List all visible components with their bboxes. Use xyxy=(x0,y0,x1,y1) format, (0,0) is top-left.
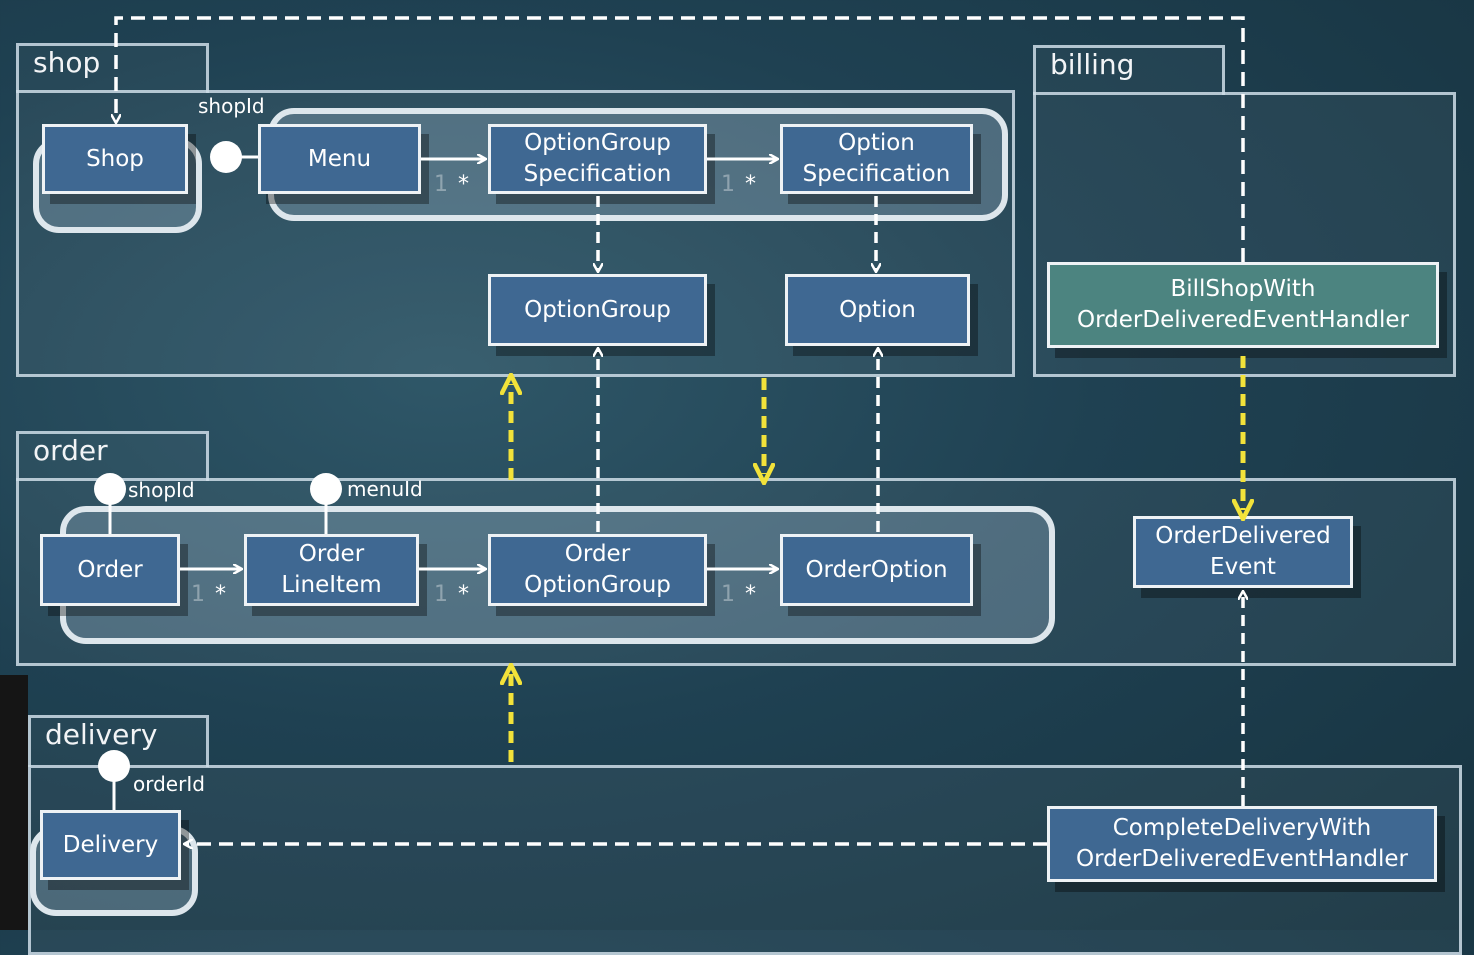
port-label-shopid-order: shopId xyxy=(128,478,195,502)
class-option-specification-label: Option Specification xyxy=(802,130,951,187)
port-delivery-orderid xyxy=(98,750,130,782)
multiplicity-lineitem-optiongroup: 1* xyxy=(434,582,469,607)
class-bill-shop-handler-label: BillShopWith OrderDeliveredEventHandler xyxy=(1077,276,1409,333)
class-delivery-label: Delivery xyxy=(62,831,159,858)
class-option-specification[interactable]: Option Specification xyxy=(780,124,973,194)
class-order-line-item-label: Order LineItem xyxy=(281,541,382,598)
package-billing-label: billing xyxy=(1050,48,1135,81)
class-order-line-item[interactable]: Order LineItem xyxy=(244,534,419,606)
class-option-group[interactable]: OptionGroup xyxy=(488,274,707,346)
class-option-label: Option xyxy=(839,296,916,323)
port-label-orderid: orderId xyxy=(133,772,205,796)
connectors xyxy=(111,16,1474,930)
class-order-label: Order xyxy=(77,556,143,583)
class-order-option-label: OrderOption xyxy=(805,556,948,583)
class-delivery[interactable]: Delivery xyxy=(40,810,181,880)
class-order-option[interactable]: OrderOption xyxy=(780,534,973,606)
class-order-option-group-label: Order OptionGroup xyxy=(524,541,671,598)
port-lineitem-menuid xyxy=(310,473,342,505)
class-order[interactable]: Order xyxy=(40,534,180,606)
dependency-billing-to-shop xyxy=(116,16,1245,262)
package-order-tab: order xyxy=(16,431,209,481)
multiplicity-optiongroup-option: 1* xyxy=(721,582,756,607)
class-shop[interactable]: Shop xyxy=(42,124,188,194)
class-complete-delivery-handler[interactable]: CompleteDeliveryWith OrderDeliveredEvent… xyxy=(1047,806,1437,882)
class-option-group-specification-label: OptionGroup Specification xyxy=(523,130,672,187)
port-order-shopid xyxy=(94,473,126,505)
port-label-menuid: menuId xyxy=(347,477,423,501)
class-complete-delivery-handler-label: CompleteDeliveryWith OrderDeliveredEvent… xyxy=(1076,815,1408,872)
port-label-shopid-shop: shopId xyxy=(198,94,265,118)
class-shop-label: Shop xyxy=(86,145,144,172)
class-menu[interactable]: Menu xyxy=(258,124,421,194)
package-delivery-label: delivery xyxy=(45,718,158,751)
package-shop-label: shop xyxy=(33,46,101,79)
class-order-delivered-event-label: OrderDelivered Event xyxy=(1155,523,1331,580)
port-shop-menu xyxy=(210,141,242,173)
class-option-group-specification[interactable]: OptionGroup Specification xyxy=(488,124,707,194)
package-billing-tab: billing xyxy=(1033,45,1225,95)
multiplicity-order-lineitem: 1* xyxy=(191,582,226,607)
class-option-group-label: OptionGroup xyxy=(524,296,671,323)
package-shop-tab: shop xyxy=(16,43,209,93)
class-order-option-group[interactable]: Order OptionGroup xyxy=(488,534,707,606)
multiplicity-menu-spec: 1* xyxy=(434,172,469,197)
class-menu-label: Menu xyxy=(307,145,372,172)
left-dark-strip xyxy=(0,675,28,930)
class-option[interactable]: Option xyxy=(785,274,970,346)
multiplicity-spec-optionspec: 1* xyxy=(721,172,756,197)
package-order-label: order xyxy=(33,434,108,467)
class-bill-shop-handler[interactable]: BillShopWith OrderDeliveredEventHandler xyxy=(1047,262,1439,348)
